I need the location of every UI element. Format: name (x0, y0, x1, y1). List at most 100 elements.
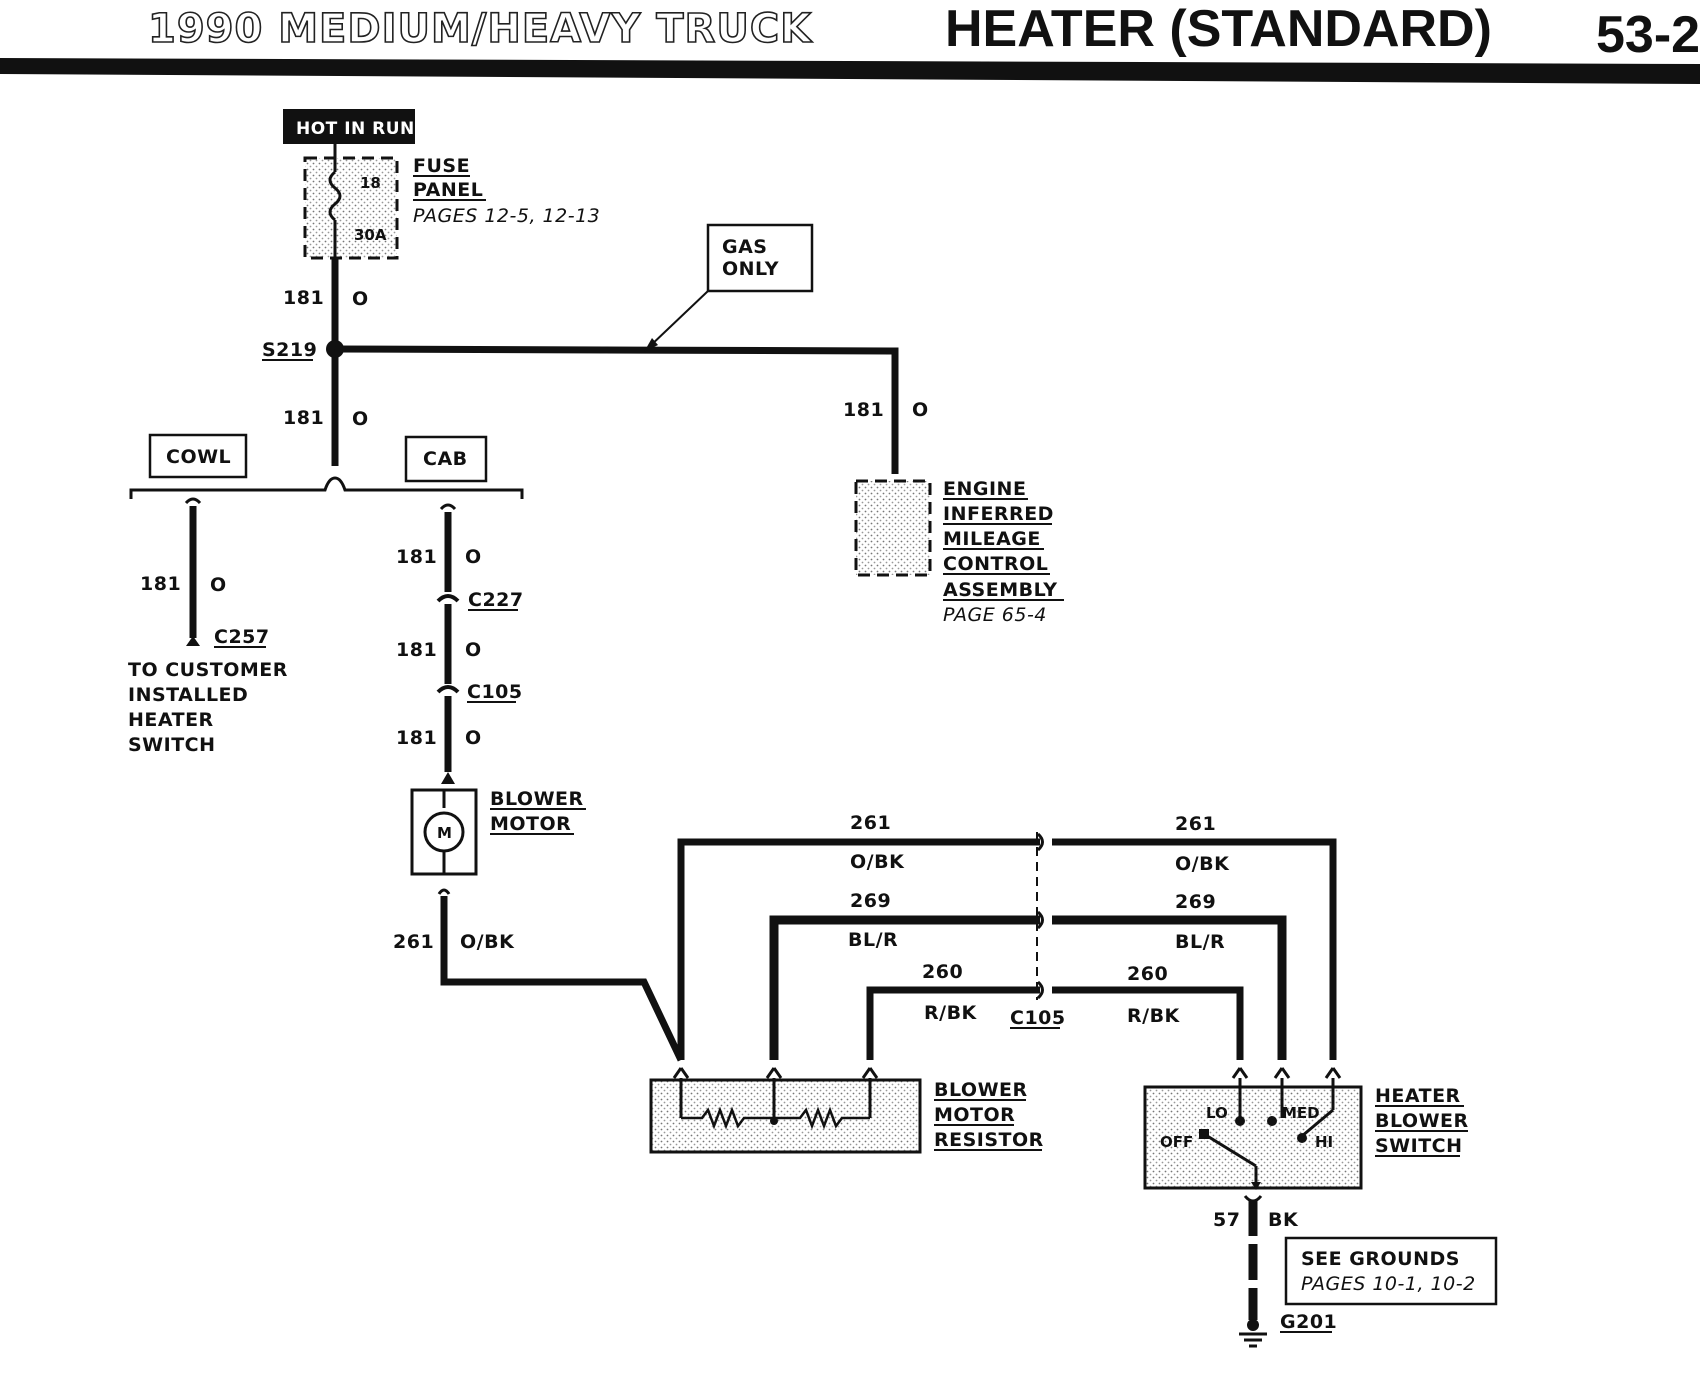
wire-181-color-2: O (352, 408, 369, 430)
wire-260-label-left: 260 (922, 961, 963, 983)
connector-c227: C227 (468, 589, 524, 611)
resistor-icon-2 (774, 1106, 870, 1130)
wire-261-color-left: O/BK (850, 851, 905, 873)
customer-switch-line-1: TO CUSTOMER (128, 659, 288, 681)
grounds-line-2: PAGES 10-1, 10-2 (1301, 1273, 1476, 1295)
switch-pos-off: OFF (1160, 1133, 1193, 1151)
wire-261-label-motor: 261 (393, 931, 434, 953)
wire-181-label-cab-2: 181 (396, 639, 437, 661)
wire-181-cowl: 181 O C257 TO CUSTOMER INSTALLED HEATER … (128, 497, 288, 756)
eimc-line-3: MILEAGE (943, 528, 1041, 550)
wire-261-color-right: O/BK (1175, 853, 1230, 875)
location-cowl: COWL (166, 446, 231, 468)
switch-pos-hi: HI (1315, 1133, 1333, 1151)
header-rule (0, 58, 1700, 84)
wire-181-color-cab-1: O (465, 546, 482, 568)
connector-c105-upper: C105 (467, 681, 523, 703)
wire-260-label-right: 260 (1127, 963, 1168, 985)
eimc-box (854, 479, 932, 577)
wire-261-label-left: 261 (850, 812, 891, 834)
blower-motor-resistor: BLOWER MOTOR RESISTOR (649, 1067, 1044, 1154)
cowl-cab-bracket: COWL CAB (129, 433, 524, 499)
resistor-line-3: RESISTOR (934, 1129, 1044, 1151)
wire-269-circuit: 269 BL/R 269 BL/R (769, 890, 1287, 1060)
wire-57-color: BK (1268, 1209, 1299, 1231)
customer-switch-line-4: SWITCH (128, 734, 216, 756)
fuse-panel-pages: PAGES 12-5, 12-13 (413, 205, 600, 227)
wire-181-color-eimc: O (912, 399, 929, 421)
wire-181-label-cab-1: 181 (396, 546, 437, 568)
fuse-panel-box (303, 156, 399, 260)
wire-261-circuit: 261 O/BK 261 O/BK 261 O/BK (393, 812, 1337, 1062)
fuse-rating: 30A (354, 226, 387, 244)
wire-181-label-2: 181 (283, 407, 324, 429)
ground-icon (1239, 1319, 1267, 1348)
wire-181-color-cowl: O (210, 574, 227, 596)
eimc-line-1: ENGINE (943, 478, 1026, 500)
wire-181-feed: 181 O S219 181 O (262, 258, 369, 466)
blower-switch-line-3: SWITCH (1375, 1135, 1463, 1157)
wire-261-label-right: 261 (1175, 813, 1216, 835)
fuse-panel-name-1: FUSE (413, 155, 470, 177)
hot-in-run-label: HOT IN RUN (296, 119, 415, 139)
fuse-panel-name-2: PANEL (413, 179, 483, 201)
wire-57-label: 57 (1213, 1209, 1240, 1231)
resistor-line-1: BLOWER (934, 1079, 1028, 1101)
gas-only-line-2: ONLY (722, 258, 779, 280)
ground-g201: G201 (1280, 1311, 1337, 1333)
hot-in-run-tag: HOT IN RUN (283, 109, 415, 144)
connector-c105-lower: C105 (1010, 832, 1066, 1029)
customer-switch-line-3: HEATER (128, 709, 214, 731)
customer-switch-line-2: INSTALLED (128, 684, 248, 706)
wire-181-label-cowl: 181 (140, 573, 181, 595)
header-page-number: 53-2 (1596, 6, 1700, 64)
switch-pos-med: MED (1282, 1104, 1320, 1122)
page-header: 1990 MEDIUM/HEAVY TRUCK HEATER (STANDARD… (0, 0, 1700, 84)
blower-motor-line-2: MOTOR (490, 813, 571, 835)
gas-only-callout: GAS ONLY (644, 223, 814, 352)
header-left-title: 1990 MEDIUM/HEAVY TRUCK (148, 6, 813, 52)
wire-181-label-1: 181 (283, 287, 324, 309)
wire-269-color-left: BL/R (848, 929, 898, 951)
resistor-icon (681, 1106, 774, 1130)
header-right-title: HEATER (STANDARD) (945, 0, 1492, 58)
wire-269-color-right: BL/R (1175, 931, 1225, 953)
wire-181-label-cab-3: 181 (396, 727, 437, 749)
blower-switch-line-1: HEATER (1375, 1085, 1461, 1107)
switch-pos-lo: LO (1206, 1104, 1228, 1122)
blower-motor-symbol: M (437, 824, 452, 842)
connector-c105-lower-label: C105 (1010, 1007, 1066, 1029)
heater-blower-switch: LO MED OFF HI HEATER BLOWER SWITCH (1143, 1067, 1469, 1190)
wire-181-color-cab-2: O (465, 639, 482, 661)
wire-260-circuit: 260 R/BK 260 R/BK (866, 961, 1244, 1060)
blower-switch-line-2: BLOWER (1375, 1110, 1469, 1132)
grounds-line-1: SEE GROUNDS (1301, 1248, 1460, 1270)
wire-181-cab: 181 O C227 181 O C105 181 O (396, 503, 524, 784)
wire-269-label-left: 269 (850, 890, 891, 912)
gas-only-line-1: GAS (722, 236, 767, 258)
resistor-box (649, 1078, 922, 1154)
eimc-pages: PAGE 65-4 (943, 604, 1047, 626)
switch-arm-icon (1203, 1132, 1257, 1168)
resistor-line-2: MOTOR (934, 1104, 1015, 1126)
wire-181-gas-branch: 181 O (334, 345, 929, 474)
location-cab: CAB (423, 448, 468, 470)
wire-260-color-left: R/BK (924, 1002, 978, 1024)
eimc-line-5: ASSEMBLY (943, 579, 1058, 601)
engine-inferred-mileage-control: ENGINE INFERRED MILEAGE CONTROL ASSEMBLY… (854, 478, 1064, 626)
wire-181-color-cab-3: O (465, 727, 482, 749)
eimc-line-2: INFERRED (943, 503, 1054, 525)
blower-switch-box (1143, 1085, 1363, 1190)
arrow-icon (644, 338, 658, 352)
wire-181-label-eimc: 181 (843, 399, 884, 421)
wire-260-color-right: R/BK (1127, 1005, 1181, 1027)
cowl-cab-divider (129, 476, 524, 499)
wire-181-color-1: O (352, 288, 369, 310)
fuse-icon (328, 170, 342, 222)
motor-icon (423, 811, 465, 853)
wire-57-ground: 57 BK G201 SEE GROUNDS PAGES 10-1, 10-2 (1213, 1195, 1498, 1348)
splice-s219-label: S219 (262, 339, 317, 361)
eimc-line-4: CONTROL (943, 553, 1048, 575)
connector-c257: C257 (214, 626, 270, 648)
